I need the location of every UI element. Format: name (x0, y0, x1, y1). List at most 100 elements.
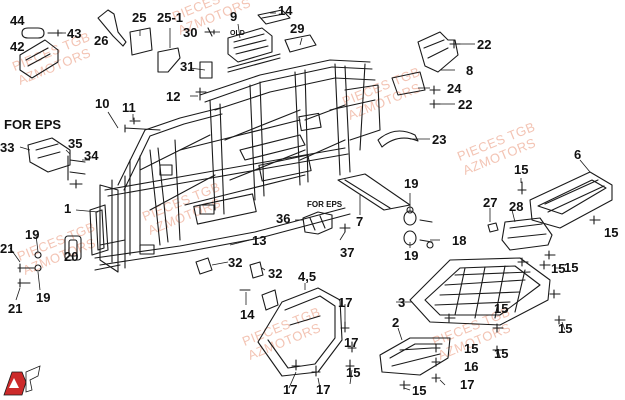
bolts-15-17 (291, 181, 601, 390)
callout-17-c: 17 (283, 382, 298, 397)
callout-17-a: 17 (338, 295, 353, 310)
part-9-rod (227, 53, 281, 69)
callout-10: 10 (95, 96, 110, 111)
callout-19-mid2: 19 (404, 248, 419, 263)
callout-3: 3 (398, 295, 406, 310)
part-42-bracket (19, 39, 59, 79)
part-7-crossmember (337, 173, 411, 211)
callout-28: 28 (509, 199, 524, 214)
callout-19-lower: 19 (36, 290, 51, 305)
callout-33: 33 (0, 140, 15, 155)
leader-lines (9, 12, 591, 391)
callout-2: 2 (392, 315, 400, 330)
callout-21-left: 21 (0, 241, 15, 256)
part-25-1-pad (157, 47, 181, 73)
callout-15-i: 15 (464, 341, 479, 356)
part-32-plate (195, 257, 213, 275)
callout-19-mid: 19 (404, 176, 419, 191)
note-for-eps-small: FOR EPS (307, 200, 343, 209)
part-9-old-bracket (227, 27, 273, 63)
callout-19-left: 19 (25, 227, 40, 242)
callout-1: 1 (64, 201, 72, 216)
callout-18: 18 (452, 233, 467, 248)
callout-32-a: 32 (228, 255, 243, 270)
callout-14-top: 14 (278, 3, 293, 18)
brand-logo (3, 365, 41, 396)
callout-9: 9 (230, 9, 238, 24)
callout-17-f: 17 (460, 377, 475, 392)
callout-25-1: 25-1 (157, 10, 184, 25)
callout-17-e: 15 (346, 365, 361, 380)
part-36-eps-bracket (302, 211, 333, 235)
callout-34: 34 (84, 148, 99, 163)
callout-15-d: 15 (564, 260, 579, 275)
part-14-pad (257, 9, 291, 25)
part-12-bolt (195, 87, 207, 101)
callout-6: 6 (574, 147, 582, 162)
callout-26: 26 (94, 33, 109, 48)
callout-16: 16 (464, 359, 479, 374)
callout-13: 13 (252, 233, 267, 248)
callout-23: 23 (432, 132, 447, 147)
part-28-plate (501, 217, 553, 251)
part-44-bush (21, 27, 45, 39)
part-10-bolt (124, 124, 161, 133)
part-25-pad (129, 27, 153, 56)
part-35-eps-bracket (27, 137, 71, 173)
part-37-bolt (339, 223, 351, 233)
part-24-bracket (391, 71, 426, 96)
callout-17-b: 17 (344, 335, 359, 350)
callout-35: 35 (68, 136, 83, 151)
callout-27: 27 (483, 195, 498, 210)
part-34-bolt (67, 155, 86, 181)
callout-15-c: 15 (551, 261, 566, 276)
part-18-bolt (419, 219, 433, 243)
part-21-bolt (17, 263, 35, 273)
part-27-pad (487, 222, 499, 233)
callout-21-lower: 21 (8, 301, 23, 316)
callout-15-a: 15 (514, 162, 529, 177)
callout-17-d: 17 (316, 382, 331, 397)
callout-15-e: 15 (558, 321, 573, 336)
callout-14-lower: 14 (240, 307, 255, 322)
part-8-bracket (417, 31, 459, 73)
callout-22-mid: 22 (458, 97, 473, 112)
callout-42: 42 (10, 39, 25, 54)
part-4-5-skid-plate (257, 287, 343, 377)
part-3-skid-plate (409, 257, 551, 326)
callout-15-g: 15 (494, 346, 509, 361)
callout-4-5: 4,5 (298, 269, 317, 284)
callout-8: 8 (466, 63, 474, 78)
part-26-clip (97, 9, 127, 47)
part-22-bolt (449, 39, 461, 49)
part-22-bolt-2 (429, 99, 441, 109)
callout-30: 30 (183, 25, 198, 40)
main-frame (89, 59, 381, 273)
callout-32-b: 32 (268, 266, 283, 281)
part-20-damper (64, 235, 82, 261)
note-old: OLD (230, 30, 245, 37)
part-29-bracket (284, 34, 317, 53)
callout-15-b: 15 (604, 225, 619, 240)
callout-12: 12 (166, 89, 181, 104)
callout-15-f: 15 (494, 301, 509, 316)
callout-7: 7 (356, 214, 364, 229)
callout-25: 25 (132, 10, 147, 25)
part-11-nut (129, 117, 141, 125)
note-for-eps: FOR EPS (4, 117, 62, 132)
part-23-strap (377, 130, 419, 148)
callout-31: 31 (180, 59, 195, 74)
callout-11: 11 (122, 100, 136, 115)
callout-29: 29 (290, 21, 305, 36)
callout-36: 36 (276, 211, 291, 226)
callout-15-h: 15 (412, 383, 427, 398)
callout-22-top: 22 (477, 37, 492, 52)
part-2-skid-plate (379, 337, 451, 376)
callout-24: 24 (447, 81, 462, 96)
callout-20: 20 (64, 249, 79, 264)
part-31-rod (199, 61, 213, 79)
callout-37: 37 (340, 245, 355, 260)
callout-43: 43 (67, 26, 82, 41)
